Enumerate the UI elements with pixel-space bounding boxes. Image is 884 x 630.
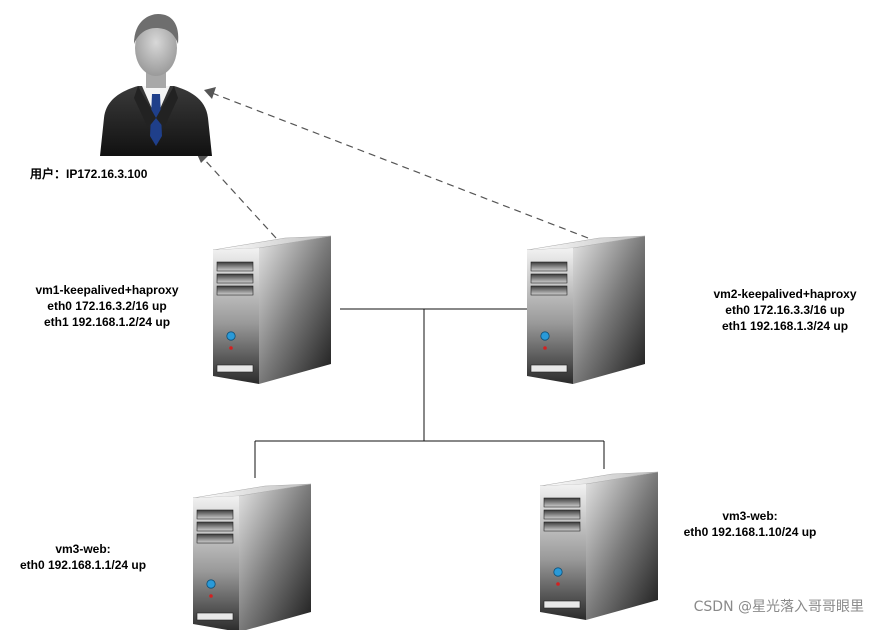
vm3-web-1-name: vm3-web: (55, 542, 111, 556)
vm1-label: vm1-keepalived+haproxy eth0 172.16.3.2/1… (16, 282, 198, 330)
vm1-eth1: eth1 192.168.1.2/24 up (43, 315, 171, 329)
vm2-eth0: eth0 172.16.3.3/16 up (725, 303, 845, 317)
vm2-eth1: eth1 192.168.1.3/24 up (721, 319, 849, 333)
vm1-name: vm1-keepalived+haproxy (35, 283, 179, 297)
vm3-web-1-label: vm3-web: eth0 192.168.1.1/24 up (8, 541, 158, 573)
vm3-web-2-eth0: eth0 192.168.1.10/24 up (683, 525, 817, 539)
vip-dashed-arrows (202, 92, 589, 239)
vm2-name: vm2-keepalived+haproxy (713, 287, 857, 301)
vm3-web-2-name: vm3-web: (722, 509, 778, 523)
arrowhead-icon (204, 87, 216, 99)
vm3-web-1-eth0: eth0 192.168.1.1/24 up (19, 558, 147, 572)
vm1-eth0: eth0 172.16.3.2/16 up (47, 299, 167, 313)
network-lines (254, 308, 605, 478)
server-vm2-icon (526, 235, 646, 385)
server-vm1-icon (212, 235, 332, 385)
server-vm3-web-2-icon (539, 471, 659, 621)
user-avatar (100, 14, 212, 156)
vm2-label: vm2-keepalived+haproxy eth0 172.16.3.3/1… (694, 286, 876, 334)
user-ip-label: 用户：IP172.16.3.100 (30, 167, 148, 181)
vm3-web-2-label: vm3-web: eth0 192.168.1.10/24 up (670, 508, 830, 540)
server-vm3-web-1-icon (192, 483, 312, 630)
watermark: CSDN @星光落入哥哥眼里 (693, 599, 864, 615)
